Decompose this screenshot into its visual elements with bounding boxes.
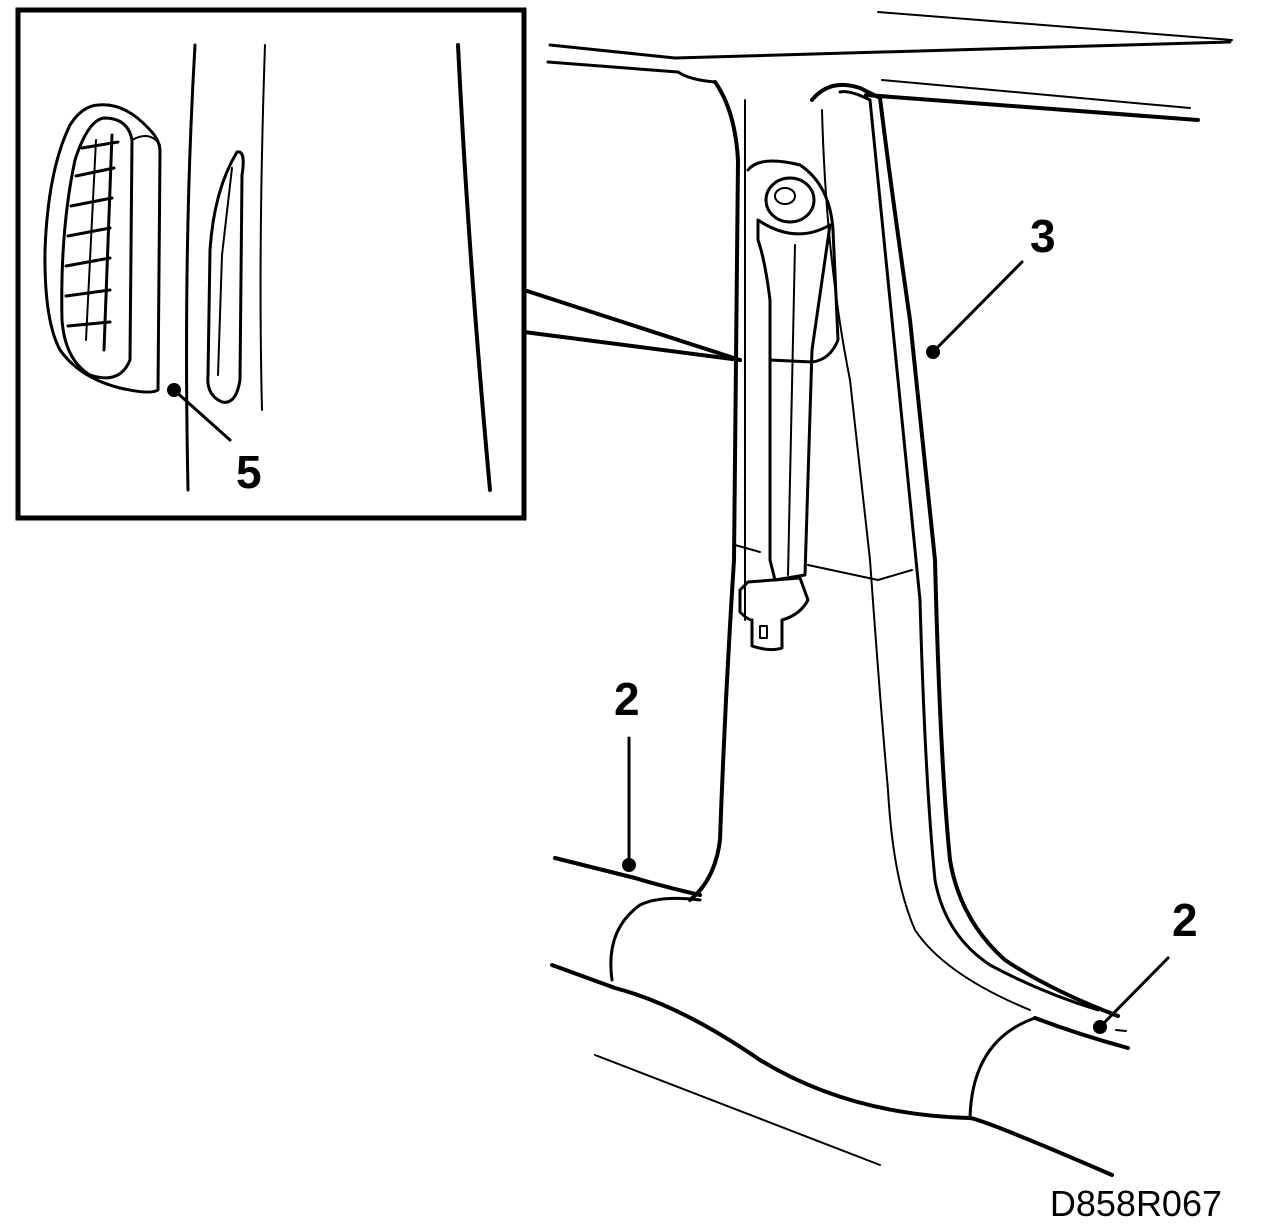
drawing-reference: D858R067: [1050, 1183, 1222, 1224]
zoom-pointer-upper: [522, 288, 742, 362]
belt-guide-cover: [746, 159, 840, 364]
callout-3: 3: [1030, 210, 1056, 262]
callout-5: 5: [236, 446, 262, 498]
zoom-pointer-lower: [522, 330, 742, 362]
sill-right-cap: [968, 1016, 1037, 1120]
leader-3-dot: [926, 345, 940, 359]
roof-far-line: [877, 11, 1233, 41]
adjuster-slot: [759, 625, 768, 639]
air-vent-slats: [64, 133, 120, 352]
air-vent-body: [43, 103, 162, 394]
trim-slot: [206, 150, 245, 404]
roof-outer-line: [548, 40, 1232, 60]
sill-right-upper: [1033, 1016, 1130, 1050]
sill-left-upper: [553, 856, 702, 897]
door-top-inner-line: [881, 79, 1191, 109]
belt-guide-ring: [764, 176, 816, 224]
main-scene: [522, 11, 1233, 1177]
sill-lower-edge: [550, 963, 1114, 1177]
seat-belt-webbing-fold: [787, 244, 796, 576]
door-seal-outer: [810, 83, 1120, 1018]
trim-slot-inner: [217, 167, 233, 376]
sill-left-cap: [609, 896, 702, 982]
callout-2-left: 2: [614, 673, 640, 725]
door-seal-inner: [838, 90, 1100, 1012]
floor-line: [594, 1054, 881, 1166]
pillar-trim-left-edge: [688, 80, 740, 902]
inset-frame: [15, 7, 527, 521]
inset-panel-edge-right: [456, 43, 492, 492]
callout-leaders: [167, 260, 1170, 1034]
leader-5: [172, 388, 232, 442]
belt-guide-bolt: [774, 187, 796, 205]
belt-height-adjuster: [738, 576, 810, 652]
inset-panel-edge-left: [185, 43, 197, 492]
callout-2-right: 2: [1172, 894, 1198, 946]
leader-2a-dot: [622, 858, 636, 872]
door-top-line: [864, 93, 1200, 122]
leader-2b-dot: [1093, 1020, 1107, 1034]
inset-panel-edge-mid: [259, 44, 266, 411]
leader-3: [931, 260, 1024, 354]
leader-5-dot: [167, 383, 181, 397]
roof-inner-line: [546, 60, 717, 84]
leader-2b: [1098, 956, 1170, 1029]
inset-detail: [15, 7, 527, 521]
trim-step-right: [807, 564, 913, 581]
air-vent-side: [131, 135, 161, 146]
pillar-trim-right-edge: [821, 109, 1031, 1011]
trim-step-left: [734, 544, 761, 553]
